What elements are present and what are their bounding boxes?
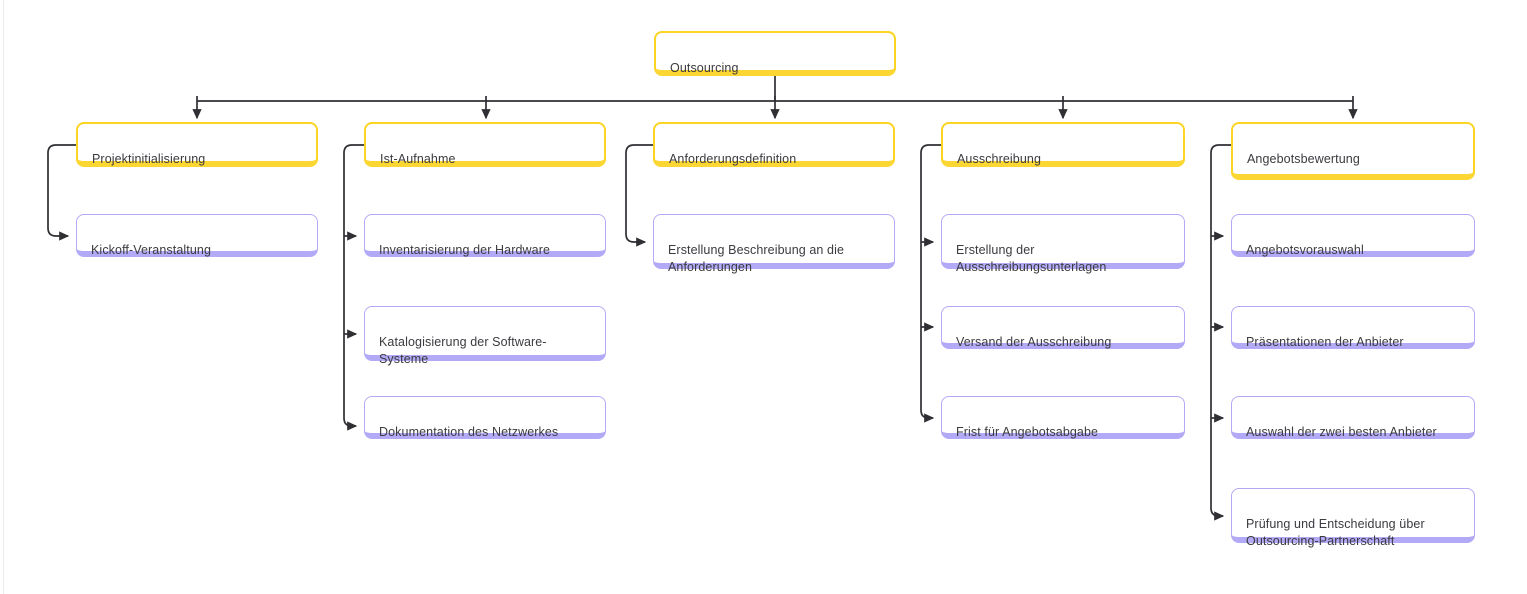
node-label: Anforderungsdefinition bbox=[669, 152, 797, 166]
node-phase-ist-aufnahme[interactable]: Ist-Aufnahme bbox=[364, 122, 606, 167]
canvas-left-rule bbox=[3, 0, 4, 594]
edge-ausschreibung-trunk bbox=[920, 144, 941, 423]
edge-ist-aufnahme-trunk bbox=[343, 144, 364, 431]
node-label: Erstellung der Ausschreibungsunterlagen bbox=[956, 243, 1107, 274]
edge-angebotsbewertung-trunk bbox=[1210, 144, 1231, 521]
node-label: Dokumentation des Netzwerkes bbox=[379, 425, 559, 439]
node-phase-ausschreibung[interactable]: Ausschreibung bbox=[941, 122, 1185, 167]
node-task-erstellung-der-ausschreibungsunterlagen[interactable]: Erstellung der Ausschreibungsunterlagen bbox=[941, 214, 1185, 274]
node-label: Katalogisierung der Software- Systeme bbox=[379, 335, 547, 366]
node-label: Auswahl der zwei besten Anbieter bbox=[1246, 425, 1437, 439]
node-label: Präsentationen der Anbieter bbox=[1246, 335, 1404, 349]
node-task-praesentationen-der-anbieter[interactable]: Präsentationen der Anbieter bbox=[1231, 306, 1475, 349]
node-task-erstellung-beschreibung-an-die-anforderungen[interactable]: Erstellung Beschreibung an die Anforderu… bbox=[653, 214, 895, 274]
node-label: Versand der Ausschreibung bbox=[956, 335, 1112, 349]
node-label: Prüfung und Entscheidung über Outsourcin… bbox=[1246, 517, 1425, 548]
node-label: Kickoff-Veranstaltung bbox=[91, 243, 211, 257]
node-task-inventarisierung-der-hardware[interactable]: Inventarisierung der Hardware bbox=[364, 214, 606, 257]
node-root-label: Outsourcing bbox=[670, 61, 739, 75]
node-label: Projektinitialisierung bbox=[92, 152, 206, 166]
node-label: Frist für Angebotsabgabe bbox=[956, 425, 1099, 439]
node-label: Ausschreibung bbox=[957, 152, 1041, 166]
node-root[interactable]: Outsourcing bbox=[654, 31, 896, 76]
node-phase-anforderungsdefinition[interactable]: Anforderungsdefinition bbox=[653, 122, 895, 167]
node-label: Erstellung Beschreibung an die Anforderu… bbox=[668, 243, 845, 274]
node-label: Ist-Aufnahme bbox=[380, 152, 456, 166]
edge-projektinitialisierung-to-kickoff bbox=[47, 144, 76, 241]
node-phase-angebotsbewertung[interactable]: Angebotsbewertung bbox=[1231, 122, 1475, 180]
node-task-kickoff-veranstaltung[interactable]: Kickoff-Veranstaltung bbox=[76, 214, 318, 257]
node-label: Inventarisierung der Hardware bbox=[379, 243, 551, 257]
edge-anforderungsdefinition-to-erstellung bbox=[625, 144, 653, 247]
node-phase-projektinitialisierung[interactable]: Projektinitialisierung bbox=[76, 122, 318, 167]
node-task-versand-der-ausschreibung[interactable]: Versand der Ausschreibung bbox=[941, 306, 1185, 349]
node-task-dokumentation-des-netzwerkes[interactable]: Dokumentation des Netzwerkes bbox=[364, 396, 606, 439]
node-task-angebotsvorauswahl[interactable]: Angebotsvorauswahl bbox=[1231, 214, 1475, 257]
node-label: Angebotsvorauswahl bbox=[1246, 243, 1364, 257]
node-label: Angebotsbewertung bbox=[1247, 152, 1360, 166]
node-task-auswahl-der-zwei-besten-anbieter[interactable]: Auswahl der zwei besten Anbieter bbox=[1231, 396, 1475, 439]
node-task-frist-fuer-angebotsabgabe[interactable]: Frist für Angebotsabgabe bbox=[941, 396, 1185, 439]
node-task-pruefung-und-entscheidung-ueber-outsourcing-partnerschaft[interactable]: Prüfung und Entscheidung über Outsourcin… bbox=[1231, 488, 1475, 548]
node-task-katalogisierung-der-software-systeme[interactable]: Katalogisierung der Software- Systeme bbox=[364, 306, 606, 366]
